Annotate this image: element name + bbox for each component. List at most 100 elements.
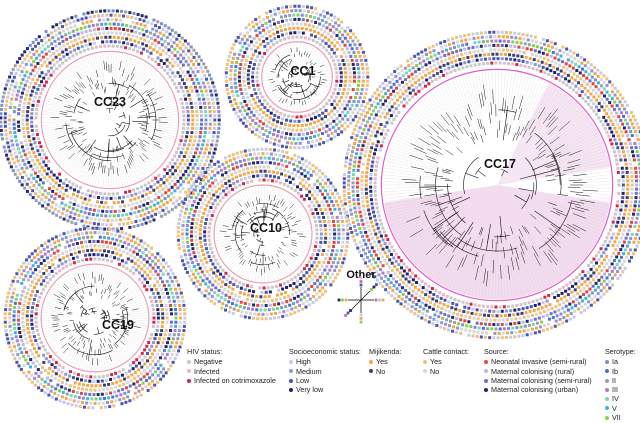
metadata-cell — [170, 78, 174, 82]
metadata-cell — [137, 26, 141, 30]
metadata-cell — [545, 67, 549, 71]
metadata-cell — [236, 115, 240, 119]
metadata-cell — [242, 79, 246, 83]
metadata-cell — [401, 274, 405, 278]
metadata-cell — [69, 50, 73, 54]
leaf-guide — [497, 71, 499, 130]
metadata-cell — [147, 196, 151, 200]
metadata-cell — [588, 287, 592, 291]
leaf-guide — [285, 203, 300, 216]
metadata-cell — [587, 102, 591, 106]
metadata-cell — [192, 188, 196, 192]
metadata-cell — [126, 28, 130, 32]
leaf-guide — [312, 53, 323, 64]
branch — [73, 85, 80, 92]
branch — [303, 51, 306, 56]
metadata-cell — [51, 189, 55, 193]
branch — [480, 254, 484, 267]
internal-branch — [118, 115, 125, 118]
metadata-cell — [369, 193, 373, 197]
metadata-cell — [283, 296, 287, 300]
metadata-cell — [178, 46, 182, 50]
metadata-cell — [205, 77, 209, 81]
metadata-cell — [141, 208, 145, 212]
metadata-cell — [194, 85, 198, 89]
metadata-cell — [557, 308, 561, 312]
metadata-cell — [547, 49, 551, 53]
metadata-cell — [37, 41, 41, 45]
metadata-cell — [508, 53, 512, 57]
metadata-cell — [341, 91, 345, 95]
metadata-cell — [597, 101, 601, 105]
branch — [546, 164, 556, 169]
metadata-cell — [186, 89, 190, 93]
metadata-cell — [392, 110, 396, 114]
metadata-cell — [531, 300, 535, 304]
metadata-cell — [143, 183, 147, 187]
metadata-cell — [468, 37, 472, 41]
internal-branch — [309, 82, 319, 88]
internal-branch — [256, 238, 264, 243]
metadata-cell — [481, 40, 485, 44]
metadata-cell — [198, 101, 202, 105]
metadata-cell — [533, 35, 537, 39]
metadata-cell — [582, 80, 586, 84]
leaf-guide — [491, 71, 493, 90]
metadata-cell — [622, 228, 626, 232]
metadata-cell — [131, 34, 135, 38]
metadata-cell — [455, 330, 459, 334]
metadata-cell — [200, 159, 204, 163]
metadata-cell — [274, 180, 278, 184]
leaf-guide — [556, 105, 578, 127]
metadata-cell — [131, 202, 135, 206]
metadata-cell — [601, 243, 605, 247]
metadata-cell — [494, 305, 498, 309]
branch — [68, 145, 76, 151]
metadata-cell — [225, 186, 229, 190]
metadata-cell — [267, 294, 271, 298]
metadata-cell — [609, 119, 613, 123]
metadata-cell — [35, 128, 39, 132]
metadata-cell — [293, 189, 297, 193]
metadata-cell — [82, 12, 86, 16]
metadata-cell — [332, 99, 336, 103]
metadata-cell — [415, 292, 419, 296]
metadata-cell — [482, 53, 486, 57]
metadata-cell — [586, 89, 590, 93]
metadata-cell — [40, 165, 44, 169]
metadata-cell — [168, 68, 172, 72]
metadata-cell — [441, 73, 445, 77]
metadata-cell — [381, 271, 385, 275]
metadata-cell — [355, 104, 359, 108]
metadata-cell — [373, 91, 377, 95]
metadata-cell — [338, 88, 342, 92]
leaf-guide — [561, 135, 600, 155]
metadata-cell — [258, 286, 262, 290]
metadata-cell — [207, 238, 211, 242]
branch — [291, 241, 297, 244]
metadata-cell — [170, 51, 174, 55]
metadata-cell — [634, 146, 638, 150]
metadata-cell — [508, 313, 512, 317]
metadata-cell — [356, 83, 360, 87]
branch — [280, 69, 284, 72]
metadata-cell — [351, 146, 355, 150]
host-ring — [40, 50, 180, 190]
metadata-cell — [176, 50, 180, 54]
metadata-cell — [483, 44, 487, 48]
metadata-cell — [43, 169, 47, 173]
branch — [240, 225, 244, 228]
branch — [420, 200, 433, 204]
metadata-cell — [191, 247, 195, 251]
metadata-cell — [439, 55, 443, 59]
metadata-cell — [252, 106, 256, 110]
metadata-cell — [294, 291, 298, 295]
leaf-guide — [45, 131, 72, 140]
metadata-cell — [617, 150, 621, 154]
metadata-cell — [190, 159, 194, 163]
branch — [548, 117, 559, 128]
internal-branch — [250, 218, 256, 226]
metadata-cell — [568, 85, 572, 89]
metadata-cell — [627, 154, 631, 158]
metadata-cell — [527, 301, 531, 305]
